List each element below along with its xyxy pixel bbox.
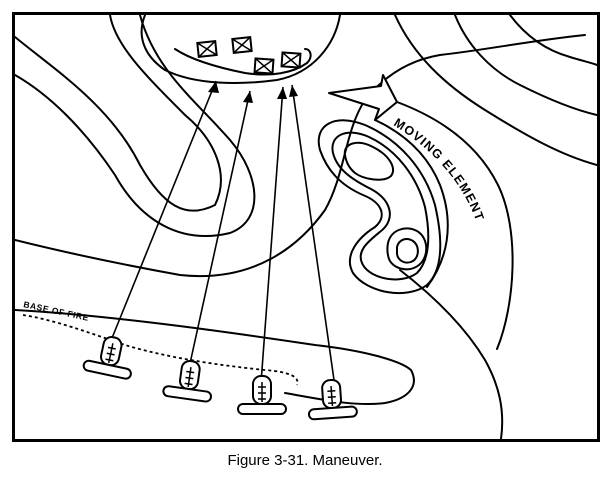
fire-line [260,86,284,384]
enemy-positions [174,35,312,76]
fire-arrowhead [289,85,298,97]
weapon-symbol [162,359,213,403]
maneuver-arrowhead [328,74,398,121]
contour-line [140,15,341,84]
moving-element-label: MOVING ELEMENT [391,116,486,224]
contour-line [399,269,504,439]
contour-line [394,15,597,166]
contour-line [15,34,586,278]
base-of-fire-line [22,314,299,386]
enemy-position [253,57,275,75]
enemy-position [231,35,253,55]
weapon-symbol [82,336,132,380]
figure-frame: MOVING ELEMENT BASE OF FIRE [12,12,600,442]
fire-arrowhead [277,87,287,99]
fire-line [291,84,336,388]
hill-contour-middle [331,131,430,281]
enemy-position [280,51,302,69]
contour-line [454,15,597,116]
hill-contour-inner [343,141,394,181]
enemy-position-trace [174,48,312,76]
fire-line [188,90,251,369]
contour-line [509,15,597,66]
maneuver-arrow-shaft [396,101,514,350]
weapon-symbol [307,378,358,421]
contour-line [15,15,222,212]
hill-contour-outer [317,119,442,295]
fire-arrowhead [243,91,253,103]
enemy-position [196,39,218,59]
moving-element-arrow [328,74,514,350]
maneuver-arrow-shaft-inner [374,119,449,288]
fire-line [109,80,217,344]
maneuver-diagram: MOVING ELEMENT BASE OF FIRE [15,15,597,439]
base-of-fire-weapons [82,336,358,421]
base-of-fire-label: BASE OF FIRE [23,299,90,323]
hill-contour-small [396,238,419,264]
contour-line [15,309,415,406]
fire-lines [109,80,336,388]
terrain-contours [15,15,597,439]
weapon-symbol [237,375,287,415]
hill-contour-inner [386,227,428,271]
figure-caption: Figure 3-31. Maneuver. [227,452,383,469]
hill-terrain [317,119,442,295]
contour-line [15,15,256,237]
fire-arrowhead [208,81,219,93]
